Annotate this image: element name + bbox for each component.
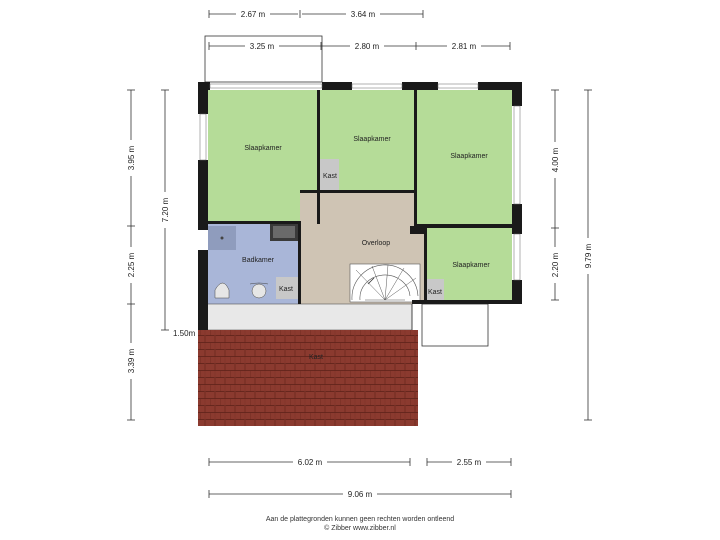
dim-bottom-a: 6.02 m <box>298 458 323 467</box>
room-label-overloop: Overloop <box>362 240 391 247</box>
dim-left-c: 3.39 m <box>127 348 136 373</box>
room-label-kast-1: Kast <box>323 173 337 180</box>
room-label-slaapkamer-4: Slaapkamer <box>452 262 490 269</box>
dim-right-total: 9.79 m <box>584 243 593 268</box>
roof-kast-area <box>198 330 418 426</box>
dim-bottom-b: 2.55 m <box>457 458 482 467</box>
dim-inner-left-small: 1.50m <box>173 329 196 338</box>
room-fills <box>208 90 512 304</box>
dim-top-row2-c: 2.81 m <box>452 42 477 51</box>
stair-arrow-icon <box>367 277 375 285</box>
dim-top-row1-b: 3.64 m <box>351 10 376 19</box>
bottom-dimensions: 6.02 m 2.55 m 9.06 m <box>208 456 512 500</box>
balcony-outline <box>204 35 323 83</box>
left-dimensions: 3.95 m 2.25 m 3.39 m 7.20 m 1.50m <box>125 89 196 421</box>
toilet-icon <box>214 282 230 299</box>
dim-right-a: 4.00 m <box>551 147 560 172</box>
kast-3-area <box>426 279 444 301</box>
room-label-kast-2: Kast <box>279 286 293 293</box>
dim-left-a: 3.95 m <box>127 145 136 170</box>
disclaimer-text: Aan de plattegronden kunnen geen rechten… <box>265 516 455 523</box>
staircase <box>349 263 421 303</box>
dim-bottom-total: 9.06 m <box>348 490 373 499</box>
slaapkamer-3-area <box>416 90 512 226</box>
kast-2-area <box>276 277 298 299</box>
room-label-slaapkamer-2: Slaapkamer <box>353 136 391 143</box>
kast-1-area <box>319 159 339 192</box>
dim-top-row2-b: 2.80 m <box>355 42 380 51</box>
room-label-badkamer: Badkamer <box>242 257 275 264</box>
walls <box>198 82 522 330</box>
copyright-text: © Zibber www.zibber.nl <box>324 525 396 532</box>
lower-outline <box>421 303 489 347</box>
right-dimensions: 4.00 m 2.20 m 9.79 m <box>549 89 594 421</box>
room-label-slaapkamer-3: Slaapkamer <box>450 153 488 160</box>
room-label-kast-3: Kast <box>428 289 442 296</box>
dim-left-b: 2.25 m <box>127 252 136 277</box>
room-label-kast-roof: Kast <box>309 354 323 361</box>
dim-top-row1-a: 2.67 m <box>241 10 266 19</box>
sink-icon <box>251 283 267 299</box>
landing-strip <box>205 303 413 331</box>
dim-top-row2-a: 3.25 m <box>250 42 275 51</box>
dim-right-b: 2.20 m <box>551 252 560 277</box>
dim-inner-left: 7.20 m <box>161 197 170 222</box>
top-dimensions: 2.67 m 3.64 m 3.25 m 2.80 m 2.81 m <box>208 8 511 52</box>
room-label-slaapkamer-1: Slaapkamer <box>244 145 282 152</box>
